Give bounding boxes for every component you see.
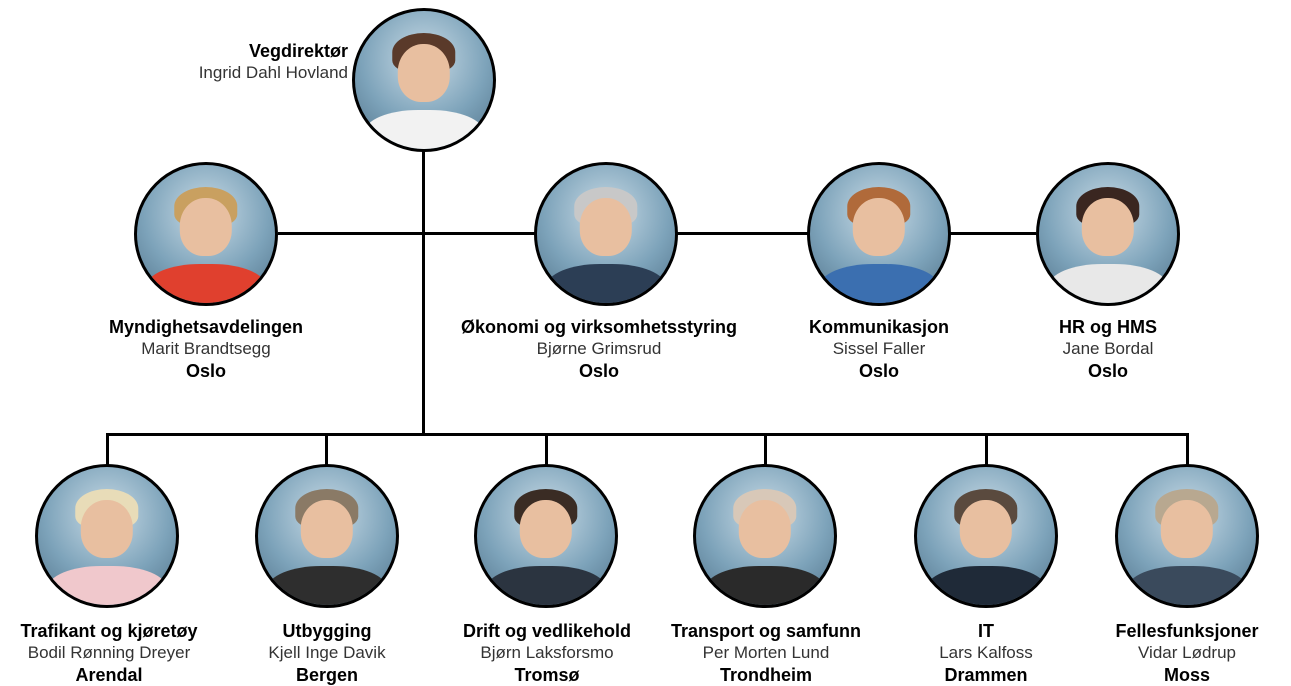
clothing-shape — [1048, 264, 1168, 303]
unit-location: Drammen — [944, 665, 1028, 685]
staff-photo-okonomi — [534, 162, 678, 306]
face-shape — [397, 44, 451, 103]
division-label-trafikant: Trafikant og kjøretøy Bodil Rønning Drey… — [0, 620, 259, 686]
face-shape — [179, 198, 233, 257]
face-shape — [519, 500, 573, 559]
staff-photo-kommunikasjon — [807, 162, 951, 306]
person-name: Lars Kalfoss — [939, 643, 1033, 662]
connector-staff-right — [422, 232, 1036, 235]
division-label-transport: Transport og samfunn Per Morten Lund Tro… — [616, 620, 916, 686]
unit-location: Oslo — [185, 361, 226, 381]
unit-role: HR og HMS — [1059, 317, 1157, 337]
division-photo-felles — [1115, 464, 1259, 608]
person-name: Jane Bordal — [1062, 339, 1154, 358]
face-shape — [579, 198, 633, 257]
division-label-it: IT Lars Kalfoss Drammen — [836, 620, 1136, 686]
division-photo-it — [914, 464, 1058, 608]
unit-role: Myndighetsavdelingen — [108, 317, 304, 337]
clothing-shape — [1127, 566, 1247, 605]
person-name: Per Morten Lund — [702, 643, 830, 662]
connector-division-drop — [985, 433, 988, 466]
staff-label-hr: HR og HMS Jane Bordal Oslo — [958, 316, 1258, 382]
director-role: Vegdirektør — [248, 41, 348, 61]
clothing-shape — [546, 264, 666, 303]
unit-role: Økonomi og virksomhetsstyring — [460, 317, 738, 337]
staff-label-okonomi: Økonomi og virksomhetsstyring Bjørne Gri… — [449, 316, 749, 382]
unit-location: Bergen — [295, 665, 358, 685]
unit-role: Kommunikasjon — [808, 317, 950, 337]
unit-role: IT — [978, 621, 994, 641]
division-label-felles: Fellesfunksjoner Vidar Lødrup Moss — [1037, 620, 1291, 686]
unit-location: Oslo — [858, 361, 899, 381]
person-name: Bodil Rønning Dreyer — [27, 643, 191, 662]
clothing-shape — [267, 566, 387, 605]
face-shape — [738, 500, 792, 559]
division-photo-trafikant — [35, 464, 179, 608]
unit-location: Trondheim — [719, 665, 812, 685]
connector-division-drop — [764, 433, 767, 466]
director-photo — [352, 8, 496, 152]
person-name: Vidar Lødrup — [1138, 643, 1236, 662]
director-name: Ingrid Dahl Hovland — [198, 63, 348, 82]
face-shape — [959, 500, 1013, 559]
unit-role: Transport og samfunn — [670, 621, 861, 641]
clothing-shape — [364, 110, 484, 149]
unit-role: Trafikant og kjøretøy — [20, 621, 198, 641]
division-photo-drift — [474, 464, 618, 608]
unit-location: Moss — [1163, 665, 1210, 685]
connector-division-drop — [545, 433, 548, 466]
staff-label-kommunikasjon: Kommunikasjon Sissel Faller Oslo — [729, 316, 1029, 382]
staff-photo-myndighet — [134, 162, 278, 306]
face-shape — [300, 500, 354, 559]
unit-location: Tromsø — [514, 665, 580, 685]
staff-photo-hr — [1036, 162, 1180, 306]
person-name: Sissel Faller — [832, 339, 926, 358]
connector-trunk — [422, 150, 425, 435]
division-photo-transport — [693, 464, 837, 608]
person-name: Bjørn Laksforsmo — [480, 643, 614, 662]
clothing-shape — [486, 566, 606, 605]
face-shape — [1160, 500, 1214, 559]
unit-location: Oslo — [578, 361, 619, 381]
clothing-shape — [705, 566, 825, 605]
staff-label-myndighet: Myndighetsavdelingen Marit Brandtsegg Os… — [56, 316, 356, 382]
division-label-utbygging: Utbygging Kjell Inge Davik Bergen — [177, 620, 477, 686]
unit-role: Fellesfunksjoner — [1115, 621, 1259, 641]
clothing-shape — [146, 264, 266, 303]
clothing-shape — [819, 264, 939, 303]
director-label: Vegdirektør Ingrid Dahl Hovland — [128, 40, 348, 84]
division-photo-utbygging — [255, 464, 399, 608]
connector-division-drop — [325, 433, 328, 466]
unit-location: Arendal — [75, 665, 143, 685]
person-name: Bjørne Grimsrud — [536, 339, 662, 358]
connector-staff-left — [278, 232, 424, 235]
face-shape — [80, 500, 134, 559]
connector-division-drop — [1186, 433, 1189, 466]
face-shape — [1081, 198, 1135, 257]
connector-divisions-bar — [106, 433, 1189, 436]
face-shape — [852, 198, 906, 257]
unit-role: Drift og vedlikehold — [462, 621, 631, 641]
person-name: Kjell Inge Davik — [268, 643, 386, 662]
clothing-shape — [926, 566, 1046, 605]
unit-role: Utbygging — [282, 621, 372, 641]
person-name: Marit Brandtsegg — [141, 339, 271, 358]
unit-location: Oslo — [1087, 361, 1128, 381]
division-label-drift: Drift og vedlikehold Bjørn Laksforsmo Tr… — [397, 620, 697, 686]
connector-division-drop — [106, 433, 109, 466]
clothing-shape — [47, 566, 167, 605]
